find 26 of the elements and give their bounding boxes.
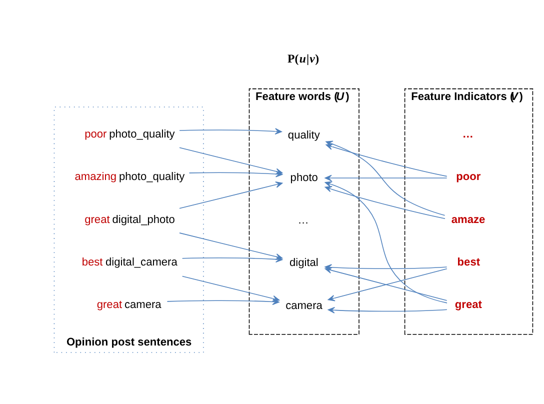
node-text: digital — [290, 256, 318, 269]
node-text: quality — [288, 128, 320, 141]
arrow — [324, 185, 446, 218]
node-text: amazing photo_quality — [74, 170, 185, 183]
node-text: great digital_photo — [84, 213, 175, 226]
node-text: amaze — [451, 213, 486, 226]
node-text: … — [462, 128, 474, 140]
arrow — [179, 180, 283, 208]
arrow — [328, 306, 448, 313]
node-text: … — [298, 214, 309, 226]
node-text: best — [457, 256, 480, 268]
node-text: best digital_camera — [82, 256, 178, 268]
node-text: great — [454, 298, 482, 311]
arrow — [326, 143, 448, 176]
arrow — [324, 264, 448, 270]
arrow — [179, 128, 282, 134]
node-text: poor — [456, 170, 481, 183]
node-text: poor photo_quality — [84, 128, 175, 140]
node-text: great camera — [96, 298, 162, 311]
node-text: camera — [286, 299, 322, 312]
arrow — [324, 174, 448, 181]
arrow — [182, 275, 280, 302]
node-text: photo — [290, 171, 318, 184]
label: P(u|v) — [288, 50, 320, 65]
arrow — [179, 146, 283, 174]
arrow — [179, 232, 283, 260]
